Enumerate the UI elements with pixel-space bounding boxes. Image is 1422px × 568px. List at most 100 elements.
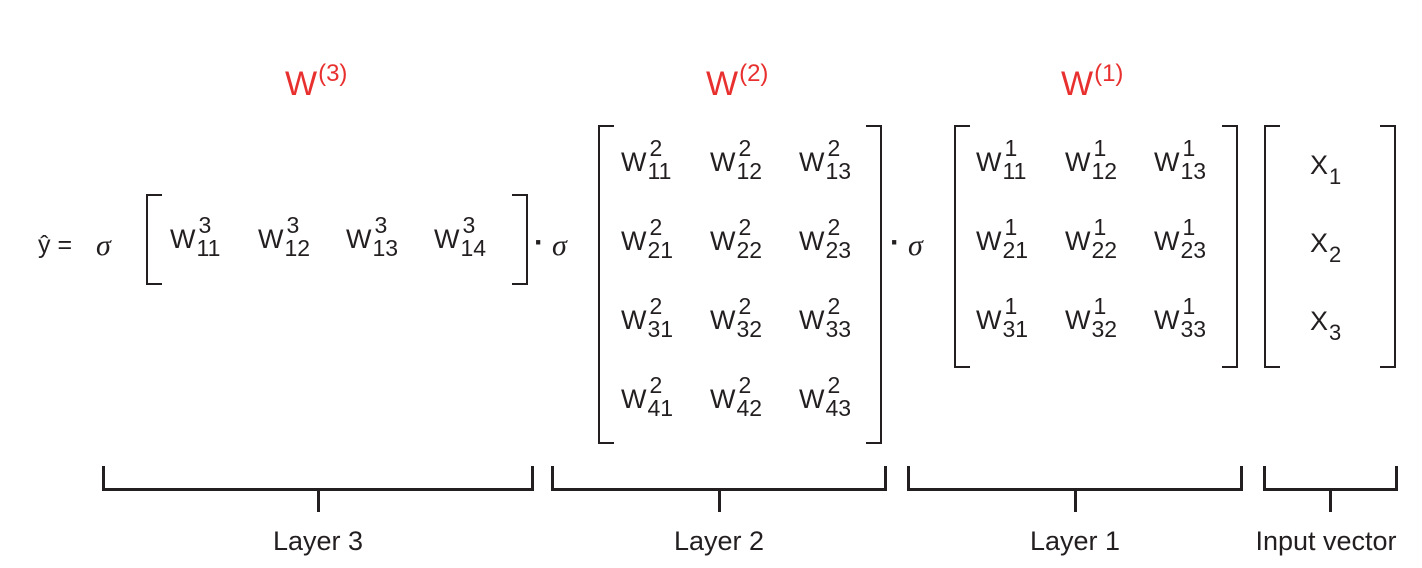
input-entry: X1: [1310, 150, 1341, 188]
entry-superscript: 2: [827, 135, 841, 161]
multiply-dot: ·: [534, 226, 544, 259]
input-brace: [1263, 466, 1398, 512]
entry-subscript: 13: [1180, 158, 1207, 184]
entry-superscript: 2: [649, 372, 663, 398]
entry-superscript: 3: [198, 212, 212, 238]
entry-base: W: [621, 305, 647, 335]
entry-superscript: 2: [649, 135, 663, 161]
entry-base: W: [1154, 305, 1180, 335]
entry-superscript: 2: [827, 293, 841, 319]
input-entry-subscript: 1: [1329, 164, 1342, 189]
entry-subscript: 32: [1091, 316, 1118, 342]
entry-base: W: [170, 224, 196, 254]
input-entry-base: X: [1310, 150, 1329, 180]
entry-superscript: 3: [286, 212, 300, 238]
entry-subscript: 31: [647, 316, 674, 342]
entry-base: W: [710, 147, 736, 177]
entry-base: W: [621, 226, 647, 256]
sigma-symbol: σ: [552, 229, 567, 262]
entry-superscript: 3: [374, 212, 388, 238]
layer1-brace: [907, 466, 1243, 512]
entry-base: W: [621, 384, 647, 414]
entry-subscript: 21: [647, 237, 674, 263]
entry-superscript: 2: [827, 214, 841, 240]
entry-base: W: [710, 305, 736, 335]
input-vector-label: Input vector: [1255, 526, 1397, 556]
entry-subscript: 32: [736, 316, 763, 342]
entry-base: W: [710, 384, 736, 414]
entry-subscript: 13: [372, 235, 399, 261]
entry-superscript: 1: [1182, 135, 1196, 161]
entry-subscript: 33: [1180, 316, 1207, 342]
entry-subscript: 31: [1002, 316, 1029, 342]
weight-header-w3: W(3): [285, 60, 348, 103]
layer3-brace-tick: [316, 488, 320, 512]
entry-superscript: 2: [738, 293, 752, 319]
entry-subscript: 14: [460, 235, 487, 261]
entry-subscript: 42: [736, 395, 763, 421]
entry-subscript: 11: [196, 235, 221, 261]
entry-superscript: 1: [1182, 293, 1196, 319]
multiply-dot: ·: [890, 226, 900, 259]
entry-base: W: [1065, 147, 1091, 177]
matrix3-left-bracket: [146, 194, 162, 285]
input-entry-subscript: 3: [1329, 320, 1342, 345]
entry-superscript: 2: [649, 293, 663, 319]
entry-superscript: 3: [462, 212, 476, 238]
entry-base: W: [1154, 226, 1180, 256]
sigma-symbol: σ: [96, 229, 111, 262]
input-entry: X2: [1310, 230, 1341, 266]
entry-subscript: 23: [825, 237, 852, 263]
layer3-brace: [102, 466, 534, 512]
entry-subscript: 12: [1091, 158, 1118, 184]
entry-subscript: 21: [1002, 237, 1029, 263]
matrix1-left-bracket: [954, 125, 970, 368]
entry-superscript: 2: [738, 372, 752, 398]
entry-base: W: [710, 226, 736, 256]
entry-subscript: 41: [647, 395, 674, 421]
entry-superscript: 1: [1004, 293, 1018, 319]
weight-header-w2: W(2): [706, 60, 769, 103]
entry-superscript: 1: [1004, 135, 1018, 161]
entry-base: W: [799, 226, 825, 256]
entry-subscript: 12: [284, 235, 311, 261]
input-entry-base: X: [1310, 306, 1329, 336]
input-left-bracket: [1264, 125, 1280, 368]
entry-superscript: 2: [649, 214, 663, 240]
entry-superscript: 1: [1004, 214, 1018, 240]
weight-header-w1: W(1): [1061, 60, 1124, 103]
entry-subscript: 11: [647, 158, 672, 184]
entry-base: W: [976, 147, 1002, 177]
